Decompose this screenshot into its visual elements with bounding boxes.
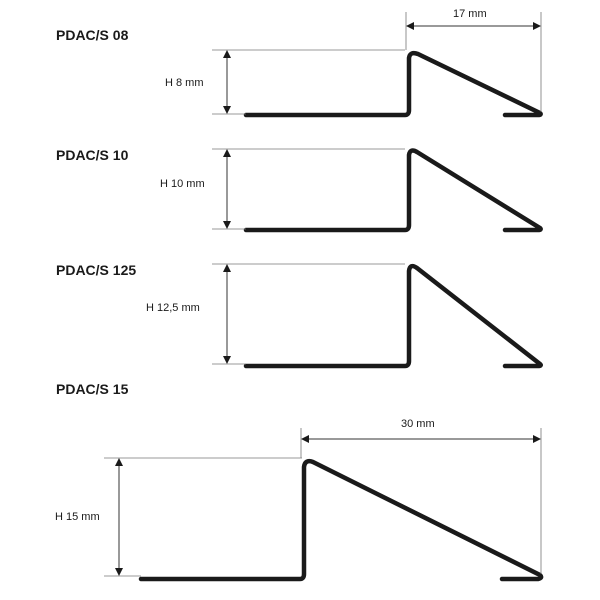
- profile-title-pdac-s-08: PDAC/S 08: [56, 27, 129, 43]
- profile-group-pdac-s-08: [212, 12, 543, 118]
- width-label-pdac-s-08: 17 mm: [453, 8, 487, 20]
- height-label-pdac-s-15: H 15 mm: [55, 511, 100, 523]
- height-label-pdac-s-08: H 8 mm: [165, 77, 204, 89]
- profile-shape-pdac-s-125: [243, 263, 543, 369]
- width-label-pdac-s-15: 30 mm: [401, 418, 435, 430]
- height-label-pdac-s-125: H 12,5 mm: [146, 302, 200, 314]
- profile-shape-pdac-s-08: [243, 50, 543, 118]
- height-label-pdac-s-10: H 10 mm: [160, 178, 205, 190]
- profile-group-pdac-s-15: [104, 428, 544, 582]
- profile-title-pdac-s-10: PDAC/S 10: [56, 147, 129, 163]
- profile-title-pdac-s-125: PDAC/S 125: [56, 262, 137, 278]
- profile-shape-pdac-s-10: [243, 148, 543, 233]
- profile-group-pdac-s-125: [212, 263, 543, 369]
- profile-title-pdac-s-15: PDAC/S 15: [56, 381, 129, 397]
- profile-shape-pdac-s-15: [138, 458, 544, 582]
- profile-group-pdac-s-10: [212, 148, 543, 233]
